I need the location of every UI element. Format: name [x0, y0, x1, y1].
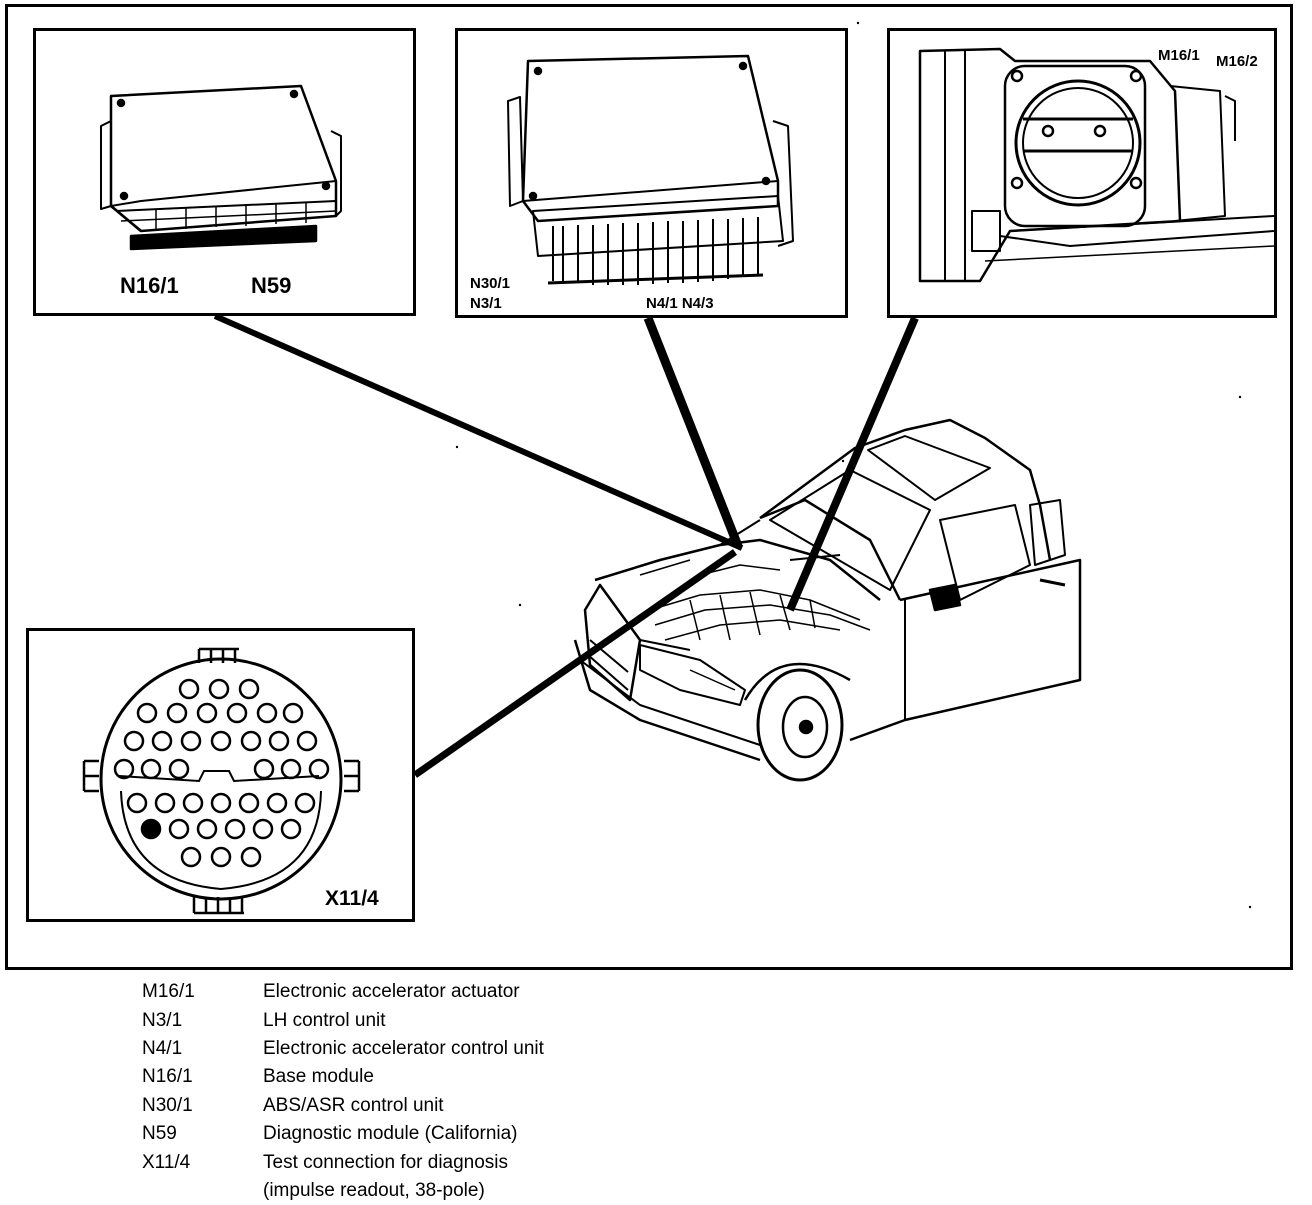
legend-code: N16/1	[142, 1066, 193, 1088]
leader-line-throttle	[786, 316, 919, 612]
diagram-artwork	[213, 21, 1252, 909]
legend-description: Electronic accelerator actuator	[263, 981, 520, 1003]
inset-control-units: N30/1 N3/1 N4/1 N4/3	[455, 28, 848, 318]
throttle-drawing	[918, 47, 1274, 283]
legend-code: M16/1	[142, 981, 195, 1003]
legend-row: M16/1 Electronic accelerator actuator	[142, 978, 762, 1006]
legend-description: (impulse readout, 38-pole)	[263, 1179, 485, 1201]
legend-description: Base module	[263, 1066, 374, 1088]
label-n3-1: N3/1	[470, 295, 502, 312]
leader-line-connector	[412, 549, 738, 778]
legend-description: Test connection for diagnosis	[263, 1151, 509, 1173]
label-n4-1-n4-3: N4/1 N4/3	[646, 295, 714, 312]
legend-code: N3/1	[142, 1009, 183, 1031]
scan-specks	[455, 21, 1252, 909]
control-unit-drawing	[507, 54, 794, 285]
legend-row: N30/1 ABS/ASR control unit	[142, 1092, 762, 1120]
diagram-frame	[5, 4, 1293, 970]
legend-description: Diagnostic module (California)	[263, 1123, 518, 1145]
legend-row: N16/1 Base module	[142, 1063, 762, 1091]
label-n16-1: N16/1	[120, 273, 179, 298]
legend-row: N3/1 LH control unit	[142, 1006, 762, 1034]
label-x11-4: X11/4	[325, 887, 379, 910]
label-n59: N59	[251, 273, 292, 298]
label-m16-2: M16/2	[1216, 53, 1258, 70]
legend-description: LH control unit	[263, 1009, 386, 1031]
legend-code: N4/1	[142, 1037, 183, 1059]
leader-line-control-units	[643, 316, 743, 548]
legend-code: N30/1	[142, 1094, 193, 1116]
base-module-drawing	[100, 84, 342, 251]
car-illustration	[573, 418, 1082, 782]
legend-row: N4/1 Electronic accelerator control unit	[142, 1035, 762, 1063]
legend-code: X11/4	[142, 1151, 191, 1173]
legend-code: N59	[142, 1123, 177, 1145]
legend-description: Electronic accelerator control unit	[263, 1037, 544, 1059]
legend-description: ABS/ASR control unit	[263, 1094, 444, 1116]
inset-test-connector: X11/4	[26, 628, 415, 922]
leader-lines	[213, 313, 919, 778]
inset-throttle-actuator: M16/1 M16/2	[887, 28, 1277, 318]
connector-drawing	[82, 647, 361, 915]
leader-line-base-module	[213, 313, 744, 551]
label-m16-1: M16/1	[1158, 47, 1200, 64]
legend-row: N59 Diagnostic module (California)	[142, 1120, 762, 1148]
label-n30-1: N30/1	[470, 275, 511, 292]
inset-base-module: N16/1 N59	[33, 28, 416, 316]
legend-row: X11/4 Test connection for diagnosis	[142, 1148, 762, 1176]
legend-row: (impulse readout, 38-pole)	[142, 1177, 762, 1205]
